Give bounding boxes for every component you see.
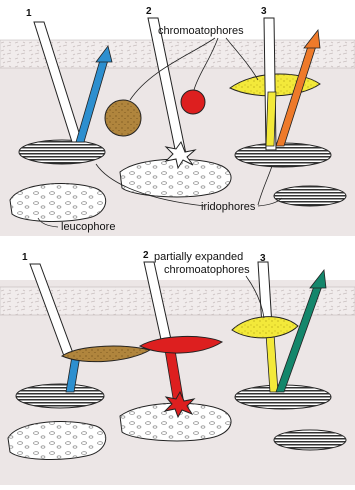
orange-ray-arrowhead: [304, 30, 320, 48]
label-leucophore: leucophore: [61, 221, 115, 233]
label-chromatophores: chromoatophores: [164, 264, 250, 276]
bottom-panel: 1 2 3 partially expanded chromoatophores: [0, 250, 355, 485]
label-chromatophores: chromoatophores: [158, 25, 244, 37]
ray-number: 1: [26, 8, 32, 19]
iridophore-cell: [274, 186, 346, 206]
iridophore-cell: [16, 384, 104, 408]
teal-ray-arrowhead: [310, 270, 326, 288]
ray-number: 3: [261, 6, 267, 17]
ray-number: 3: [260, 253, 266, 264]
ray-number: 1: [22, 252, 28, 263]
ray-number: 2: [146, 6, 152, 17]
iridophore-cell: [274, 430, 346, 450]
red-chromatophore: [181, 90, 205, 114]
yellow-ray-segment: [266, 92, 276, 146]
top-panel: 1 2 3 chromoatophores iridophores leucop…: [0, 6, 355, 236]
label-partially-expanded: partially expanded: [154, 251, 243, 263]
brown-chromatophore: [105, 100, 141, 136]
label-iridophores: iridophores: [201, 201, 256, 213]
ray-number: 2: [143, 250, 149, 261]
iridophore-cell: [19, 140, 105, 164]
iridophore-cell: [235, 143, 331, 167]
